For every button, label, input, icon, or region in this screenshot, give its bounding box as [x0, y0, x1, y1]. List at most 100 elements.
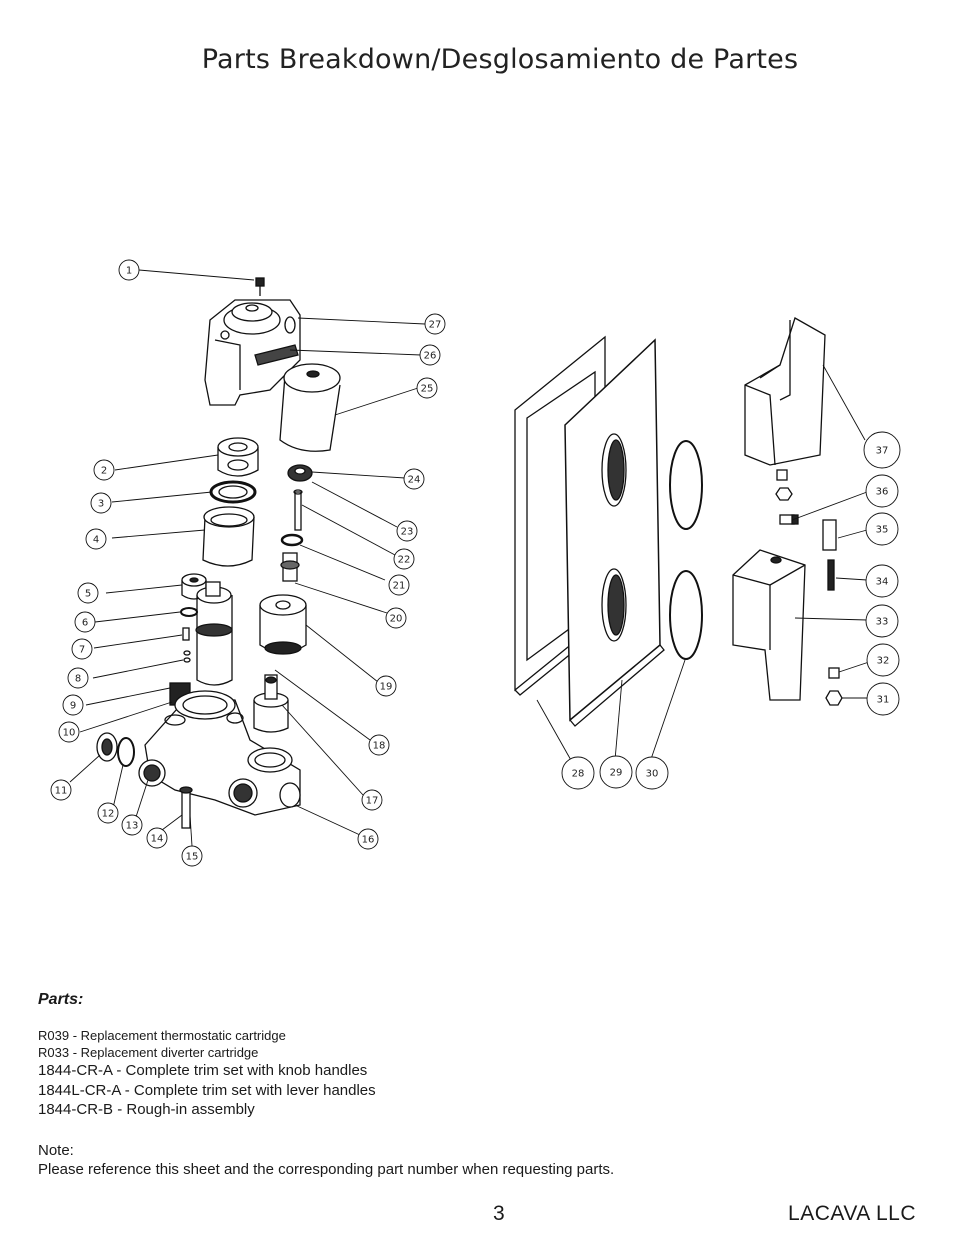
part-plate-29: [564, 338, 665, 727]
callout-4: 4: [85, 528, 107, 550]
callout-labels: 1 2 3 4 5 6 7 8 9 10 11 12 13 14 15 16 1…: [50, 259, 901, 867]
svg-text:12: 12: [102, 809, 115, 820]
part-12: [117, 737, 135, 767]
svg-text:2: 2: [101, 466, 107, 477]
callout-23: 23: [396, 520, 418, 542]
svg-text:22: 22: [398, 555, 411, 566]
parts-list: R039 - Replacement thermostatic cartridg…: [38, 1027, 376, 1120]
callout-16: 16: [357, 828, 379, 850]
svg-text:30: 30: [646, 769, 659, 780]
part-8: [183, 650, 191, 663]
part-o-rings-30: [669, 440, 703, 660]
svg-text:4: 4: [93, 535, 99, 546]
note-label: Note:: [38, 1142, 74, 1159]
callout-33: 33: [865, 604, 899, 638]
parts-heading: Parts:: [38, 991, 84, 1008]
svg-text:37: 37: [876, 446, 889, 457]
callout-29: 29: [599, 755, 633, 789]
svg-text:21: 21: [393, 581, 406, 592]
parts-item: R033 - Replacement diverter cartridge: [38, 1045, 259, 1060]
svg-text:32: 32: [877, 656, 890, 667]
callout-18: 18: [368, 734, 390, 756]
callout-15: 15: [181, 845, 203, 867]
part-17: [253, 674, 289, 733]
svg-text:7: 7: [79, 645, 85, 656]
callout-9: 9: [62, 694, 84, 716]
part-7: [182, 627, 190, 641]
exploded-parts-diagram: 1 2 3 4 5 6 7 8 9 10 11 12 13 14 15 16 1…: [50, 259, 901, 867]
note-block: Note: Please reference this sheet and th…: [38, 1141, 614, 1179]
svg-text:20: 20: [390, 614, 403, 625]
parts-item: 1844L-CR-A - Complete trim set with leve…: [38, 1081, 376, 1099]
callout-10: 10: [58, 721, 80, 743]
svg-text:3: 3: [98, 499, 104, 510]
parts-item: 1844-CR-B - Rough-in assembly: [38, 1101, 255, 1118]
svg-text:5: 5: [85, 589, 91, 600]
callout-13: 13: [121, 814, 143, 836]
callout-14: 14: [146, 827, 168, 849]
svg-text:17: 17: [366, 796, 379, 807]
part-2: [217, 437, 259, 477]
page-title: Parts Breakdown/Desglosamiento de Partes: [201, 44, 799, 75]
callout-31: 31: [866, 682, 900, 716]
parts-item: 1844-CR-A - Complete trim set with knob …: [38, 1062, 368, 1079]
callout-35: 35: [865, 512, 899, 546]
part-housing-27: [204, 299, 301, 406]
callout-28: 28: [561, 756, 595, 790]
svg-text:24: 24: [408, 475, 421, 486]
callout-22: 22: [393, 548, 415, 570]
callout-20: 20: [385, 607, 407, 629]
part-20: [259, 594, 307, 655]
svg-text:34: 34: [876, 577, 889, 588]
svg-text:28: 28: [572, 769, 585, 780]
callout-2: 2: [93, 459, 115, 481]
callout-3: 3: [90, 492, 112, 514]
callout-17: 17: [361, 789, 383, 811]
callout-6: 6: [74, 611, 96, 633]
diagram-illustrations: [96, 277, 843, 829]
callout-37: 37: [863, 431, 901, 469]
part-handle-37: [744, 317, 826, 466]
callout-21: 21: [388, 574, 410, 596]
part-cap-25: [279, 363, 341, 452]
svg-text:33: 33: [876, 617, 889, 628]
page-number: 3: [493, 1202, 505, 1225]
part-pin-23: [293, 489, 303, 531]
svg-text:29: 29: [610, 768, 623, 779]
svg-text:13: 13: [126, 821, 139, 832]
callout-27: 27: [424, 313, 446, 335]
part-screw-1: [255, 277, 265, 296]
callout-8: 8: [67, 667, 89, 689]
svg-text:6: 6: [82, 618, 88, 629]
callout-32: 32: [866, 643, 900, 677]
leader-lines: [69, 269, 873, 847]
svg-text:10: 10: [63, 728, 76, 739]
svg-text:11: 11: [55, 786, 68, 797]
svg-text:1: 1: [126, 266, 132, 277]
callout-11: 11: [50, 779, 72, 801]
part-6: [180, 607, 198, 617]
callout-24: 24: [403, 468, 425, 490]
callout-19: 19: [375, 675, 397, 697]
part-ring-3: [209, 480, 257, 504]
part-small-hardware: [775, 469, 843, 706]
svg-text:15: 15: [186, 852, 199, 863]
svg-text:9: 9: [70, 701, 76, 712]
part-handle-33: [732, 549, 806, 701]
callout-7: 7: [71, 638, 93, 660]
part-washer-22: [280, 533, 304, 547]
svg-text:16: 16: [362, 835, 375, 846]
parts-item: R039 - Replacement thermostatic cartridg…: [38, 1028, 286, 1043]
svg-text:25: 25: [421, 384, 434, 395]
note-text: Please reference this sheet and the corr…: [38, 1161, 615, 1178]
svg-text:23: 23: [401, 527, 414, 538]
callout-34: 34: [865, 564, 899, 598]
svg-text:27: 27: [429, 320, 442, 331]
part-21: [280, 552, 300, 582]
company-name: LACAVA LLC: [788, 1202, 916, 1225]
svg-text:18: 18: [373, 741, 386, 752]
callout-12: 12: [97, 802, 119, 824]
part-24: [287, 464, 313, 482]
part-sleeve-4: [202, 506, 255, 567]
part-cartridge: [195, 581, 233, 686]
